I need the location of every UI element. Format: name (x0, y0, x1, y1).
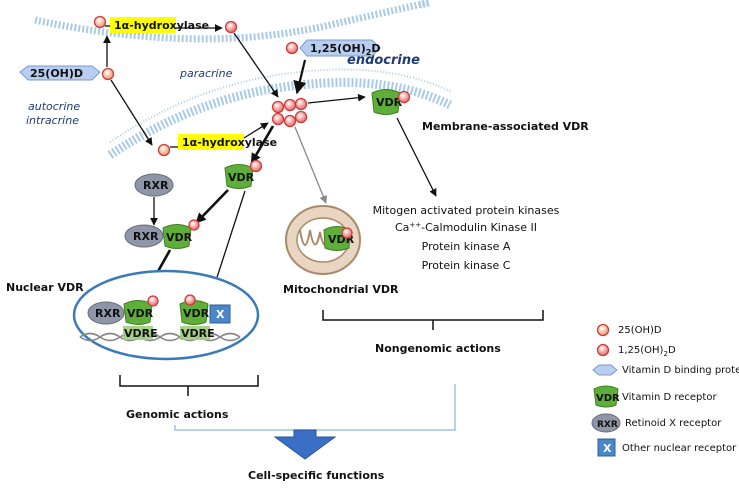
big-down-arrow (273, 429, 337, 460)
hydroxylase-top: 1α-hydroxylase (110, 17, 209, 33)
legend-rxr: Retinoid X receptor (625, 418, 722, 429)
ohd-ball-top (93, 15, 107, 29)
membrane-vdr-label: Membrane-associated VDR (422, 120, 589, 133)
svg-text:VDR: VDR (166, 231, 193, 244)
cytoplasmic-vdr: VDR (224, 159, 263, 189)
nongenomic-bracket (322, 310, 544, 330)
kinase-pka: Protein kinase A (422, 240, 511, 253)
svg-text:X: X (216, 308, 225, 321)
kinase-mapk: Mitogen activated protein kinases (373, 204, 560, 217)
ohd2-ball-top (224, 20, 238, 34)
ohd-ball-lower (157, 143, 171, 157)
svg-text:VDR: VDR (596, 393, 620, 404)
svg-text:RXR: RXR (95, 307, 121, 320)
ohd2-cluster (271, 97, 308, 128)
legend-dbp-icon (592, 364, 618, 376)
legend: 25(OH)D 1,25(OH)2D Vitamin D binding pro… (591, 323, 739, 457)
nongenomic-label: Nongenomic actions (375, 342, 501, 355)
mitochondrial-vdr-label: Mitochondrial VDR (283, 283, 399, 296)
autocrine-label: autocrine (28, 100, 80, 113)
hydroxylase-top-label: 1α-hydroxylase (114, 19, 209, 32)
kinase-pkc: Protein kinase C (422, 259, 511, 272)
kinase-list: Mitogen activated protein kinases Ca++-C… (373, 204, 560, 272)
ohd-label: 25(OH)D (30, 67, 83, 80)
rxr-vdr-complex: RXR VDR (124, 219, 200, 249)
svg-text:RXR: RXR (133, 230, 159, 243)
svg-text:VDR: VDR (127, 307, 154, 320)
svg-text:VDRE: VDRE (124, 327, 158, 340)
svg-text:RXR: RXR (597, 420, 618, 430)
svg-text:X: X (603, 442, 612, 455)
svg-text:VDRE: VDRE (181, 327, 215, 340)
svg-text:VDR: VDR (376, 96, 403, 109)
converge-lines (174, 384, 456, 431)
legend-dbp: Vitamin D binding protein (622, 365, 739, 376)
svg-text:VDR: VDR (228, 171, 255, 184)
mitochondrion: VDR (285, 205, 361, 275)
legend-vdr: Vitamin D receptor (622, 392, 717, 403)
legend-x-icon (597, 438, 616, 457)
hydroxylase-bottom-label: 1α-hydroxylase (182, 136, 277, 149)
genomic-bracket (119, 375, 259, 396)
legend-ohd-icon (596, 323, 610, 337)
svg-text:RXR: RXR (143, 179, 169, 192)
rxr-free: RXR (134, 173, 174, 197)
paracrine-label: paracrine (179, 67, 233, 80)
endocrine-label: endocrine (347, 53, 420, 68)
svg-text:1,25(OH)2D: 1,25(OH)2D (310, 42, 380, 57)
membrane-vdr: VDR (371, 89, 411, 115)
legend-rxr-icon (591, 413, 621, 433)
svg-text:VDR: VDR (183, 307, 210, 320)
legend-vdr-icon (593, 385, 619, 408)
cell-specific-label: Cell-specific functions (248, 469, 385, 482)
kinase-camk: Ca++-Calmodulin Kinase II (395, 221, 537, 234)
nucleus: RXR VDR VDRE VDR X VDRE (72, 269, 260, 361)
legend-ohd2: 1,25(OH)2D (618, 345, 676, 358)
legend-ohd: 25(OH)D (618, 325, 662, 336)
legend-other: Other nuclear receptor (622, 443, 737, 454)
intracrine-label: intracrine (26, 114, 79, 127)
legend-ohd2-icon (596, 343, 610, 357)
dbp-ohd2: 1,25(OH)2D (285, 39, 381, 57)
genomic-label: Genomic actions (126, 408, 229, 421)
hydroxylase-bottom: 1α-hydroxylase (178, 134, 277, 150)
dbp-ohd-left: 25(OH)D (19, 65, 101, 81)
ohd-ball-left (101, 67, 115, 81)
nuclear-vdr-label: Nuclear VDR (6, 281, 84, 294)
